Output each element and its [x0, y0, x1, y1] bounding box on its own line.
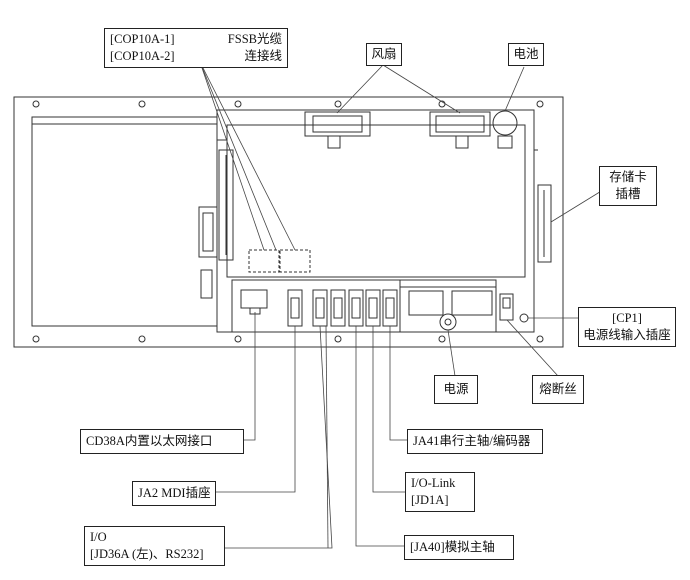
ja41-port: [382, 289, 398, 327]
ja40-port: [348, 289, 364, 327]
fan-1: [304, 111, 371, 149]
cop10a-1-code: [COP10A-1]: [110, 32, 175, 46]
power-supply-module: [399, 279, 497, 333]
io-link-line1: I/O-Link: [411, 476, 456, 490]
fuse-holder: [499, 293, 514, 321]
mounting-plate: [13, 96, 564, 348]
jd1a-port: [330, 289, 346, 327]
jd36a-line2: [JD36A (左)、RS232]: [90, 547, 204, 561]
cd38a-label: CD38A内置以太网接口: [80, 429, 244, 454]
leader-lines: [199, 61, 604, 549]
cp1-socket: [519, 313, 529, 323]
pcb-area: [226, 124, 526, 278]
power-supply-label: 电源: [434, 375, 478, 404]
memory-card-line2: 插槽: [615, 187, 641, 201]
ja2-port: [287, 289, 303, 327]
battery-drawing: [492, 110, 518, 149]
vertical-connector-strip: [218, 149, 234, 261]
jd36a-line1: I/O: [90, 530, 107, 544]
cp1-line1: [CP1]: [612, 311, 642, 325]
ja41-label: JA41串行主轴/编码器: [407, 429, 543, 454]
display-module: [31, 116, 218, 327]
jd36a-label: I/O [JD36A (左)、RS232]: [84, 526, 225, 566]
fuse-label: 熔断丝: [532, 375, 584, 404]
memory-card-label: 存储卡 插槽: [599, 166, 657, 206]
io-link-line2: [JD1A]: [411, 493, 449, 507]
cp1-label: [CP1] 电源线输入插座: [578, 307, 676, 347]
mounting-holes: [32, 100, 544, 343]
cp1-line2: 电源线输入插座: [583, 328, 671, 342]
io-link-port: [365, 289, 381, 327]
cop10a-2-port: [279, 249, 311, 273]
battery-label: 电池: [508, 43, 544, 66]
cop10a-label: [COP10A-1] FSSB光缆 [COP10A-2] 连接线: [104, 28, 288, 68]
fan-label: 风扇: [366, 43, 402, 66]
cop10a-2-text: 连接线: [244, 49, 282, 63]
cop10a-1-port: [248, 249, 280, 273]
fan-2: [429, 111, 491, 149]
ja40-label: [JA40]模拟主轴: [404, 535, 514, 560]
memory-card-slot: [537, 184, 552, 263]
memory-card-line1: 存储卡: [609, 170, 647, 184]
io-link-label: I/O-Link [JD1A]: [405, 472, 475, 512]
cop10a-2-code: [COP10A-2]: [110, 49, 175, 63]
jd36a-port: [312, 289, 328, 327]
left-connector: [198, 206, 218, 258]
ja2-label: JA2 MDI插座: [132, 481, 216, 506]
cop10a-1-text: FSSB光缆: [227, 32, 282, 46]
cd38a-port: [240, 289, 268, 315]
